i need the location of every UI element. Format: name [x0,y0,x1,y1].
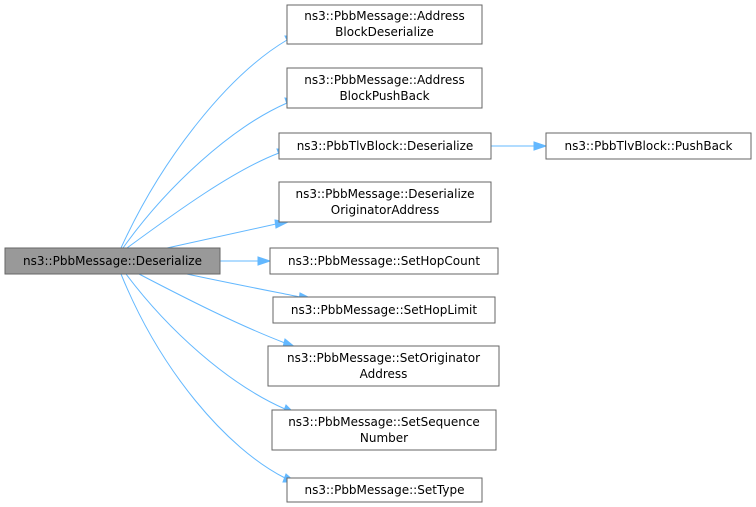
node-n4[interactable]: ns3::PbbTlvBlock::PushBack [545,132,752,160]
node-n8-label-line2: Address [360,367,408,381]
node-n9[interactable]: ns3::PbbMessage::SetSequence Number [271,409,497,451]
node-n9-label-line1: ns3::PbbMessage::SetSequence [288,415,480,429]
node-n7-label: ns3::PbbMessage::SetHopLimit [291,303,477,317]
node-root-label: ns3::PbbMessage::Deserialize [23,254,202,268]
node-n5-label-line2: OriginatorAddress [331,203,439,217]
node-n3-label: ns3::PbbTlvBlock::Deserialize [297,139,474,153]
node-root[interactable]: ns3::PbbMessage::Deserialize [4,247,221,275]
edge-root-to-n6 [220,256,272,266]
node-n2[interactable]: ns3::PbbMessage::Address BlockPushBack [286,67,483,109]
node-n2-label-line2: BlockPushBack [339,89,429,103]
node-n10[interactable]: ns3::PbbMessage::SetType [286,477,483,503]
edge-root-to-n3 [126,148,290,249]
node-n2-label-line1: ns3::PbbMessage::Address [304,73,465,87]
node-layer: ns3::PbbMessage::Deserialize ns3::PbbMes… [4,4,752,503]
node-n1-label-line2: BlockDeserialize [335,25,434,39]
node-n1-label-line1: ns3::PbbMessage::Address [304,9,465,23]
node-n6[interactable]: ns3::PbbMessage::SetHopCount [269,247,499,275]
edge-n3-to-n4 [491,141,548,151]
node-n3[interactable]: ns3::PbbTlvBlock::Deserialize [278,132,492,160]
edge-root-to-n5 [166,219,290,249]
node-n1[interactable]: ns3::PbbMessage::Address BlockDeserializ… [286,4,483,45]
node-n5[interactable]: ns3::PbbMessage::Deserialize OriginatorA… [278,181,492,223]
node-n5-label-line1: ns3::PbbMessage::Deserialize [296,187,475,201]
node-n6-label: ns3::PbbMessage::SetHopCount [288,254,480,268]
node-n8[interactable]: ns3::PbbMessage::SetOriginator Address [267,345,500,387]
edge-root-to-n9 [125,273,297,415]
node-n7[interactable]: ns3::PbbMessage::SetHopLimit [272,296,496,324]
edge-root-to-n8 [138,273,298,349]
node-n8-label-line1: ns3::PbbMessage::SetOriginator [287,351,480,365]
node-n4-label: ns3::PbbTlvBlock::PushBack [565,139,733,153]
node-n9-label-line2: Number [360,431,408,445]
node-n10-label: ns3::PbbMessage::SetType [305,483,465,497]
